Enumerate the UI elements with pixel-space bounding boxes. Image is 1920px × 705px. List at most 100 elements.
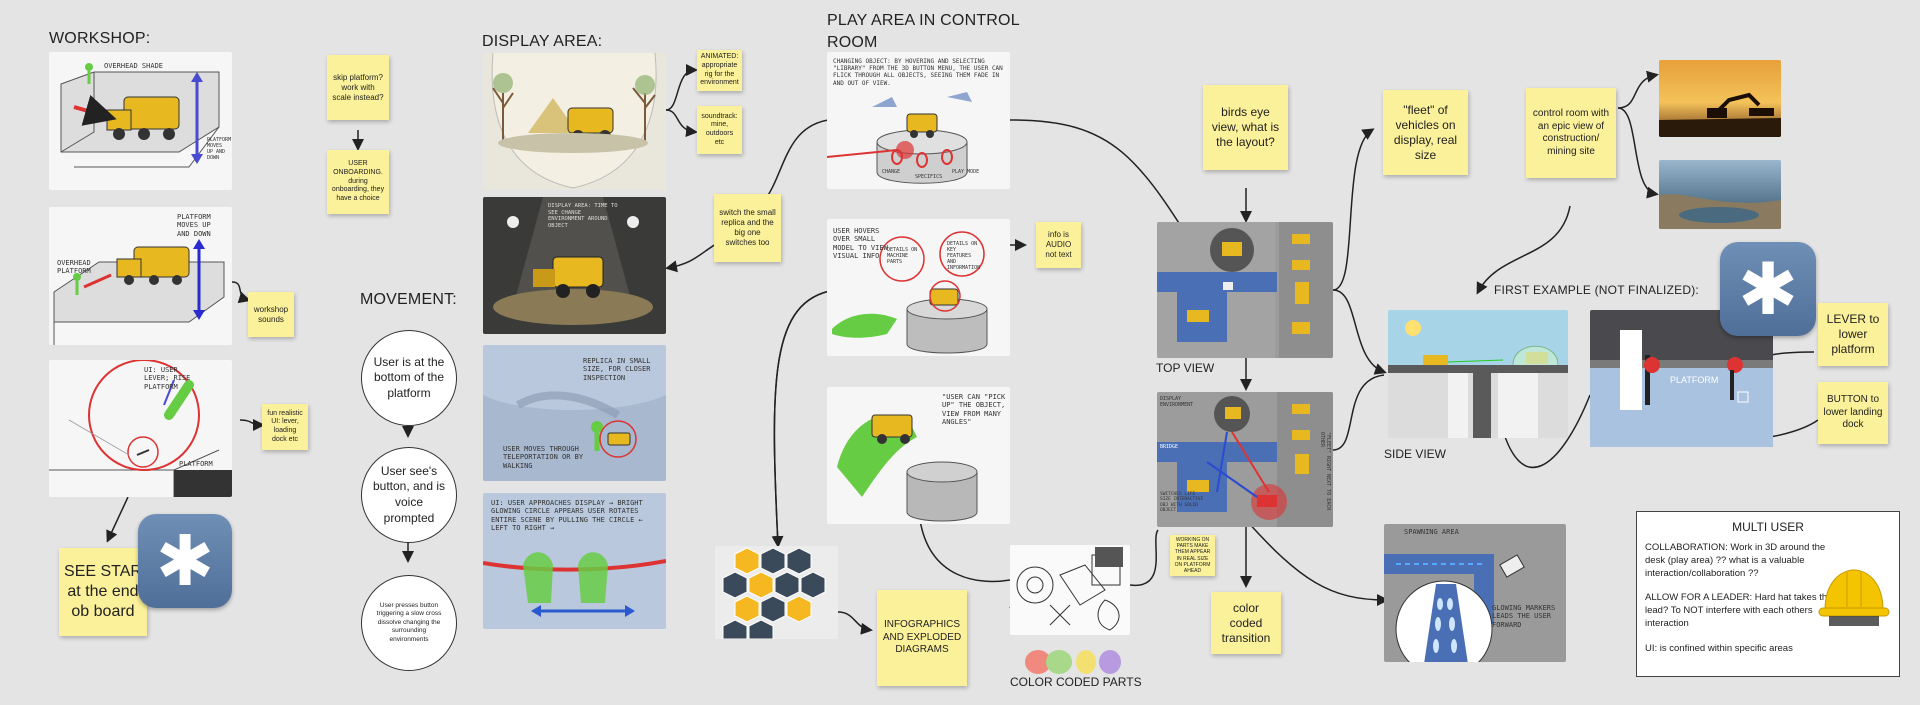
spawning-area-drawing xyxy=(1384,554,1525,662)
multi-user-box: MULTI USER COLLABORATION: Work in 3D aro… xyxy=(1636,511,1900,677)
play-area-heading-line-1: PLAY AREA IN CONTROL xyxy=(827,12,1020,29)
pa1c-note: SPECIFICS xyxy=(915,174,943,180)
ws2b-note: OVERHEAD PLATFORM xyxy=(57,259,91,276)
color-coded-parts-caption: COLOR CODED PARTS xyxy=(1010,675,1142,689)
display-area-heading: DISPLAY AREA: xyxy=(482,33,603,50)
ws3b-note: PLATFORM xyxy=(179,460,213,468)
fleet-sticky: "fleet" of vehicles on display, real siz… xyxy=(1383,90,1468,175)
da3-note: REPLICA IN SMALL SIZE, FOR CLOSER INSPEC… xyxy=(583,357,651,382)
play-sketch-2-drawing xyxy=(832,231,988,354)
working-on-parts-sticky: WORKING ON PARTS MAKE THEM APPEAR IN REA… xyxy=(1170,535,1215,576)
pa1d-note: PLAY MODE xyxy=(952,169,980,175)
display-sketch-3-drawing xyxy=(483,391,666,481)
platform-label: PLATFORM xyxy=(1670,375,1719,385)
hex-grid-drawing xyxy=(722,547,826,639)
play-area-heading: PLAY AREA IN CONTROL ROOM xyxy=(827,10,1020,53)
display-sketch-3: REPLICA IN SMALL SIZE, FOR CLOSER INSPEC… xyxy=(483,345,666,481)
workshop-sounds-sticky: workshop sounds xyxy=(248,292,294,337)
green-part-dot xyxy=(1046,650,1072,674)
side-view-sketch xyxy=(1388,310,1568,438)
spawning-area-sketch: SPAWNING AREA GLOWING MARKERS LEADS THE … xyxy=(1384,524,1566,662)
infographics-hex-image xyxy=(715,546,838,639)
ws1-note: overhead shade xyxy=(104,62,164,70)
pa2c-note: DETAILS ON KEY FEATURES AND INFORMATION xyxy=(947,241,981,271)
switch-replica-sticky: switch the small replica and the big one… xyxy=(714,194,781,262)
tv-note: DISPLAY ENVIRONMENT xyxy=(1160,396,1194,408)
exploded-diagram-image xyxy=(1010,545,1130,635)
tvc-note: BRIDGE xyxy=(1160,444,1179,450)
ui-confined-text: UI: is confined within specific areas xyxy=(1645,642,1793,654)
quarry-drawing xyxy=(1659,194,1781,229)
top-view-annotated-drawing xyxy=(1157,392,1333,527)
da2-note: DISPLAY AREA: TIME TO SEE CHANGE ENVIRON… xyxy=(548,203,618,229)
top-view-drawing xyxy=(1157,222,1333,358)
movement-step-3: User presses button triggering a slow cr… xyxy=(361,575,457,671)
control-room-sticky: control room with an epic view of constr… xyxy=(1526,88,1616,178)
fun-realistic-ui-sticky: fun realistic UI: lever, loading dock et… xyxy=(262,404,308,450)
pa3-note: "USER CAN "PICK UP" THE OBJECT, VIEW FRO… xyxy=(942,393,1006,427)
pa1-note: CHANGING OBJECT: BY HOVERING AND SELECTI… xyxy=(833,58,1003,87)
asterisk-icon: ✱ xyxy=(138,514,232,608)
side-view-caption: SIDE VIEW xyxy=(1384,447,1447,461)
pa2b-note: DETAILS ON MACHINE PARTS xyxy=(887,247,918,265)
display-sketch-2: DISPLAY AREA: TIME TO SEE CHANGE ENVIRON… xyxy=(483,197,666,334)
sab-note: GLOWING MARKERS LEADS THE USER FORWARD xyxy=(1492,604,1556,629)
side-view-drawing xyxy=(1388,320,1568,438)
workshop-sketch-2: PLATFORM MOVES UP AND DOWN OVERHEAD PLAT… xyxy=(49,207,232,345)
play-sketch-2: USER HOVERS OVER SMALL MODEL TO VIEW VIS… xyxy=(827,219,1010,356)
soundtrack-sticky: soundtrack: mine, outdoors etc xyxy=(697,106,742,154)
top-view-annotated: DISPLAY ENVIRONMENT "FLEET" RIGHT NEXT T… xyxy=(1157,392,1333,527)
workshop-sketch-3: UI: USER LEVER; RISE PLATFORM PLATFORM xyxy=(49,360,232,497)
sunset-excavator-photo xyxy=(1659,60,1781,137)
pa2-note: USER HOVERS OVER SMALL MODEL TO VIEW VIS… xyxy=(833,227,888,261)
workshop-sketch-1-drawing xyxy=(60,63,220,168)
movement-heading: MOVEMENT: xyxy=(360,291,457,308)
sunset-excavator-drawing xyxy=(1659,92,1781,137)
ws2-note: PLATFORM MOVES UP AND DOWN xyxy=(177,213,211,238)
workshop-sketch-2-drawing xyxy=(53,239,225,345)
platform-sketch: PLATFORM xyxy=(1590,310,1773,447)
info-audio-sticky: info is AUDIO not text xyxy=(1036,222,1081,268)
play-sketch-3-drawing xyxy=(837,414,978,522)
ws1b-note: PLATFORM MOVES UP AND DOWN xyxy=(207,137,232,161)
leader-text: ALLOW FOR A LEADER: Hard hat takes the l… xyxy=(1645,592,1833,630)
platform-drawing xyxy=(1590,330,1773,447)
movement-step-1: User is at the bottom of the platform xyxy=(361,330,457,426)
workshop-heading: WORKSHOP: xyxy=(49,30,151,47)
display-sketch-4: UI: USER APPROACHES DISPLAY → BRIGHT GLO… xyxy=(483,493,666,629)
animated-sticky: ANIMATED: appropriate rig for the enviro… xyxy=(697,50,742,91)
collaboration-text: COLLABORATION: Work in 3D around the des… xyxy=(1645,542,1826,579)
pa1b-note: CHANGE xyxy=(882,169,901,175)
play-sketch-3: "USER CAN "PICK UP" THE OBJECT, VIEW FRO… xyxy=(827,387,1010,524)
purple-part-dot xyxy=(1099,650,1121,674)
display-sketch-2-drawing xyxy=(493,197,653,325)
skip-platform-sticky: skip platform? work with scale instead? xyxy=(327,55,389,120)
user-onboarding-sticky: USER ONBOARDING. during onboarding, they… xyxy=(327,150,389,214)
tvd-note: SWITCHES LIFE SIZE INTERACTIVE OBJ WITH … xyxy=(1160,492,1204,514)
yellow-part-dot xyxy=(1076,650,1096,674)
lever-sticky: LEVER to lower platform xyxy=(1818,303,1888,366)
quarry-photo xyxy=(1659,160,1781,229)
display-sketch-1-drawing xyxy=(491,53,657,189)
da4-note: UI: USER APPROACHES DISPLAY → BRIGHT GLO… xyxy=(491,499,643,533)
workshop-sketch-1: overhead shade PLATFORM MOVES UP AND DOW… xyxy=(49,52,232,190)
tvb-note: "FLEET" RIGHT NEXT TO EACH OTHER xyxy=(1319,432,1331,511)
top-view-layout xyxy=(1157,222,1333,358)
sa-note: SPAWNING AREA xyxy=(1404,528,1459,536)
hard-hat-icon xyxy=(1818,569,1890,626)
movement-step-2: User see's button, and is voice prompted xyxy=(361,447,457,543)
infographics-sticky: INFOGRAPHICS AND EXPLODED DIAGRAMS xyxy=(877,590,967,686)
ws3-note: UI: USER LEVER; RISE PLATFORM xyxy=(144,366,191,391)
color-coded-transition-sticky: color coded transition xyxy=(1211,592,1281,654)
play-sketch-1-drawing xyxy=(827,92,972,184)
play-sketch-1: CHANGING OBJECT: BY HOVERING AND SELECTI… xyxy=(827,52,1010,189)
play-area-heading-line-2: ROOM xyxy=(827,33,878,51)
workshop-sketch-3-drawing xyxy=(49,360,232,497)
display-sketch-1 xyxy=(483,53,666,190)
button-lower-sticky: BUTTON to lower landing dock xyxy=(1818,382,1888,444)
top-view-caption: TOP VIEW xyxy=(1156,361,1215,375)
multi-user-title: MULTI USER xyxy=(1732,520,1804,534)
da3b-note: USER MOVES THROUGH TELEPORTATION OR BY W… xyxy=(503,445,584,470)
